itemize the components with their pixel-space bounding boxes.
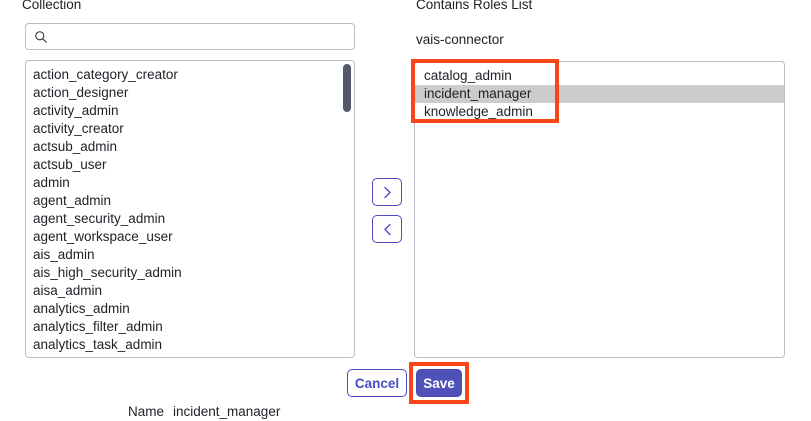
name-field-label: Name	[128, 404, 165, 419]
collection-list-item[interactable]: actsub_user	[33, 157, 107, 172]
name-field-value: incident_manager	[173, 404, 281, 419]
collection-list-item[interactable]: admin	[33, 175, 70, 190]
contains-roles-list-label: Contains Roles List	[416, 0, 533, 12]
collection-label: Collection	[22, 0, 82, 12]
contains-roles-list-item[interactable]: knowledge_admin	[424, 104, 533, 119]
collection-list-item[interactable]: activity_admin	[33, 103, 119, 118]
collection-list-item[interactable]: analytics_admin	[33, 301, 130, 316]
collection-list-item[interactable]: agent_security_admin	[33, 211, 166, 226]
collection-list-item[interactable]: analytics_viewer	[26, 354, 354, 357]
chevron-right-icon	[383, 186, 392, 199]
move-left-button[interactable]	[372, 215, 402, 243]
collection-list-item[interactable]: agent_workspace_user	[33, 229, 173, 244]
cancel-button[interactable]: Cancel	[347, 369, 407, 397]
collection-list-item[interactable]: activity_creator	[33, 121, 124, 136]
search-input[interactable]	[54, 29, 346, 44]
collection-list-item[interactable]: action_designer	[33, 85, 129, 100]
collection-list-item[interactable]: action_category_creator	[33, 67, 178, 82]
move-right-button[interactable]	[372, 178, 402, 206]
collection-list-item[interactable]: analytics_filter_admin	[33, 319, 163, 334]
collection-list-item[interactable]: agent_admin	[33, 193, 112, 208]
collection-list-item[interactable]: ais_high_security_admin	[33, 265, 182, 280]
search-icon	[34, 30, 48, 44]
collection-list-item[interactable]: analytics_task_admin	[33, 337, 163, 352]
save-button[interactable]: Save	[416, 369, 462, 397]
search-box[interactable]	[25, 23, 355, 50]
contains-roles-list-item[interactable]: catalog_admin	[424, 68, 512, 83]
collection-scrollbar-thumb[interactable]	[343, 64, 351, 112]
contains-roles-list-item[interactable]: incident_manager	[415, 85, 784, 103]
context-name-label: vais-connector	[416, 32, 504, 47]
collection-list-item[interactable]: actsub_admin	[33, 139, 118, 154]
collection-list-item[interactable]: ais_admin	[33, 247, 95, 262]
chevron-left-icon	[383, 223, 392, 236]
collection-scrollbar[interactable]	[343, 64, 351, 354]
collection-list-item[interactable]: aisa_admin	[33, 283, 103, 298]
